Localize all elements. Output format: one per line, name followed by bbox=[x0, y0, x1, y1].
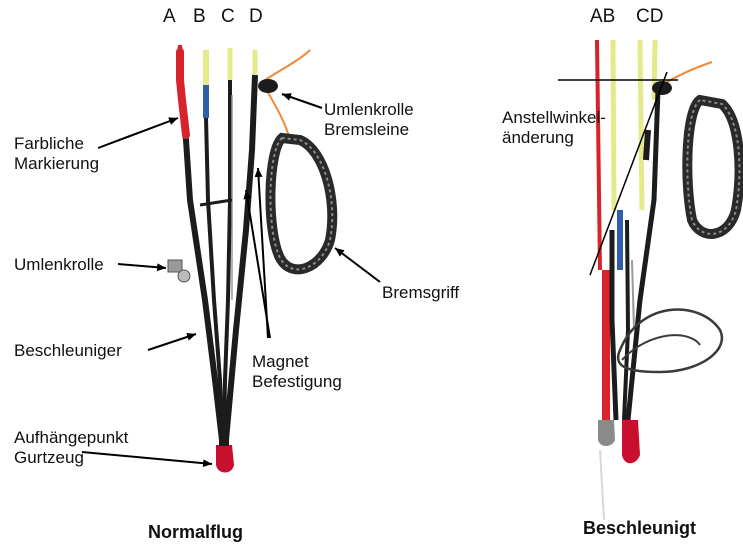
label-umlenkrolle: Umlenkrolle bbox=[14, 255, 104, 275]
label-magnet-befestigung: Magnet Befestigung bbox=[252, 352, 342, 392]
caption-normalflug: Normalflug bbox=[148, 522, 243, 543]
label-anstellwinkel: Anstellwinkel- änderung bbox=[502, 108, 606, 148]
label-aufhaengepunkt: Aufhängepunkt Gurtzeug bbox=[14, 428, 128, 468]
label-umlenkrolle-bremsleine: Umlenkrolle Bremsleine bbox=[324, 100, 414, 140]
riser-label-b: B bbox=[193, 6, 206, 28]
label-bremsgriff: Bremsgriff bbox=[382, 283, 459, 303]
label-beschleuniger: Beschleuniger bbox=[14, 341, 122, 361]
riser-label-cd: CD bbox=[636, 6, 663, 28]
riser-label-c: C bbox=[221, 6, 235, 28]
left-risers bbox=[168, 45, 332, 473]
riser-label-ab: AB bbox=[590, 6, 615, 28]
riser-label-d: D bbox=[249, 6, 263, 28]
caption-beschleunigt: Beschleunigt bbox=[583, 518, 696, 539]
riser-label-a: A bbox=[163, 6, 176, 28]
label-farbliche-markierung: Farbliche Markierung bbox=[14, 134, 99, 174]
